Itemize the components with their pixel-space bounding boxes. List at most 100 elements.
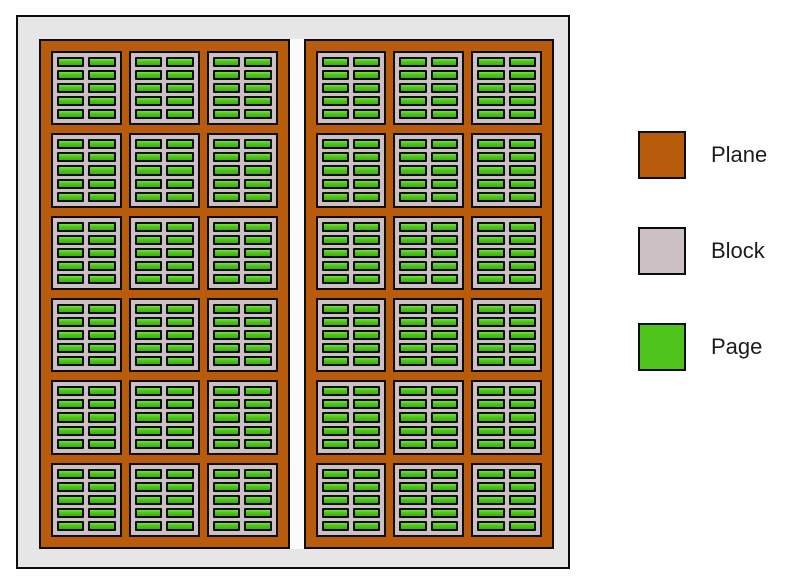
page xyxy=(134,438,163,449)
page xyxy=(212,438,241,449)
page xyxy=(212,83,241,94)
page xyxy=(57,520,85,531)
page xyxy=(321,317,349,328)
block xyxy=(393,298,465,373)
block xyxy=(471,133,542,208)
page xyxy=(57,57,85,68)
page xyxy=(321,330,349,341)
page xyxy=(508,247,536,258)
block xyxy=(471,298,542,373)
page xyxy=(57,139,85,150)
page xyxy=(88,494,116,505)
page xyxy=(88,165,116,176)
page xyxy=(212,507,241,518)
page xyxy=(244,247,272,258)
page xyxy=(477,412,505,423)
page xyxy=(212,386,241,397)
page xyxy=(57,247,85,258)
page xyxy=(244,520,272,531)
page xyxy=(508,178,536,189)
page xyxy=(166,520,194,531)
page xyxy=(430,412,459,423)
plane-color-swatch xyxy=(638,131,686,179)
page xyxy=(134,178,163,189)
block xyxy=(393,51,465,126)
page xyxy=(134,70,163,81)
page xyxy=(399,178,427,189)
page xyxy=(321,221,349,232)
page xyxy=(508,221,536,232)
page xyxy=(477,57,505,68)
page xyxy=(57,304,85,315)
page xyxy=(477,152,505,163)
page xyxy=(399,386,427,397)
page xyxy=(134,507,163,518)
page xyxy=(399,507,427,518)
block xyxy=(128,462,200,537)
page xyxy=(508,191,536,202)
page xyxy=(88,343,116,354)
page xyxy=(212,191,241,202)
page xyxy=(134,165,163,176)
page xyxy=(57,468,85,479)
block xyxy=(471,462,542,537)
page xyxy=(166,425,194,436)
page xyxy=(88,317,116,328)
page xyxy=(508,330,536,341)
page xyxy=(244,139,272,150)
page xyxy=(477,234,505,245)
page xyxy=(88,412,116,423)
block xyxy=(471,380,542,455)
block xyxy=(315,133,387,208)
block xyxy=(315,462,387,537)
page xyxy=(399,317,427,328)
block xyxy=(315,380,387,455)
page xyxy=(134,96,163,107)
page xyxy=(57,178,85,189)
page xyxy=(430,425,459,436)
plane xyxy=(39,39,290,549)
page xyxy=(212,234,241,245)
page xyxy=(430,343,459,354)
page xyxy=(399,139,427,150)
page xyxy=(352,520,381,531)
page xyxy=(244,412,272,423)
page xyxy=(166,70,194,81)
page xyxy=(166,109,194,120)
page xyxy=(244,399,272,410)
page xyxy=(430,247,459,258)
page xyxy=(352,152,381,163)
page xyxy=(244,70,272,81)
page xyxy=(134,273,163,284)
page xyxy=(57,109,85,120)
page xyxy=(321,386,349,397)
page xyxy=(477,70,505,81)
page xyxy=(166,399,194,410)
page xyxy=(244,109,272,120)
page xyxy=(508,356,536,367)
page xyxy=(399,481,427,492)
page xyxy=(430,507,459,518)
page xyxy=(88,221,116,232)
page xyxy=(57,152,85,163)
page xyxy=(430,139,459,150)
page xyxy=(57,260,85,271)
page xyxy=(508,57,536,68)
page xyxy=(166,507,194,518)
page xyxy=(477,178,505,189)
page xyxy=(166,83,194,94)
block xyxy=(315,298,387,373)
page xyxy=(399,165,427,176)
page xyxy=(57,234,85,245)
page xyxy=(57,343,85,354)
page xyxy=(88,304,116,315)
page xyxy=(212,152,241,163)
page xyxy=(477,481,505,492)
page xyxy=(477,330,505,341)
page xyxy=(399,330,427,341)
page xyxy=(399,520,427,531)
page xyxy=(88,178,116,189)
page xyxy=(166,468,194,479)
page xyxy=(134,399,163,410)
page xyxy=(430,399,459,410)
